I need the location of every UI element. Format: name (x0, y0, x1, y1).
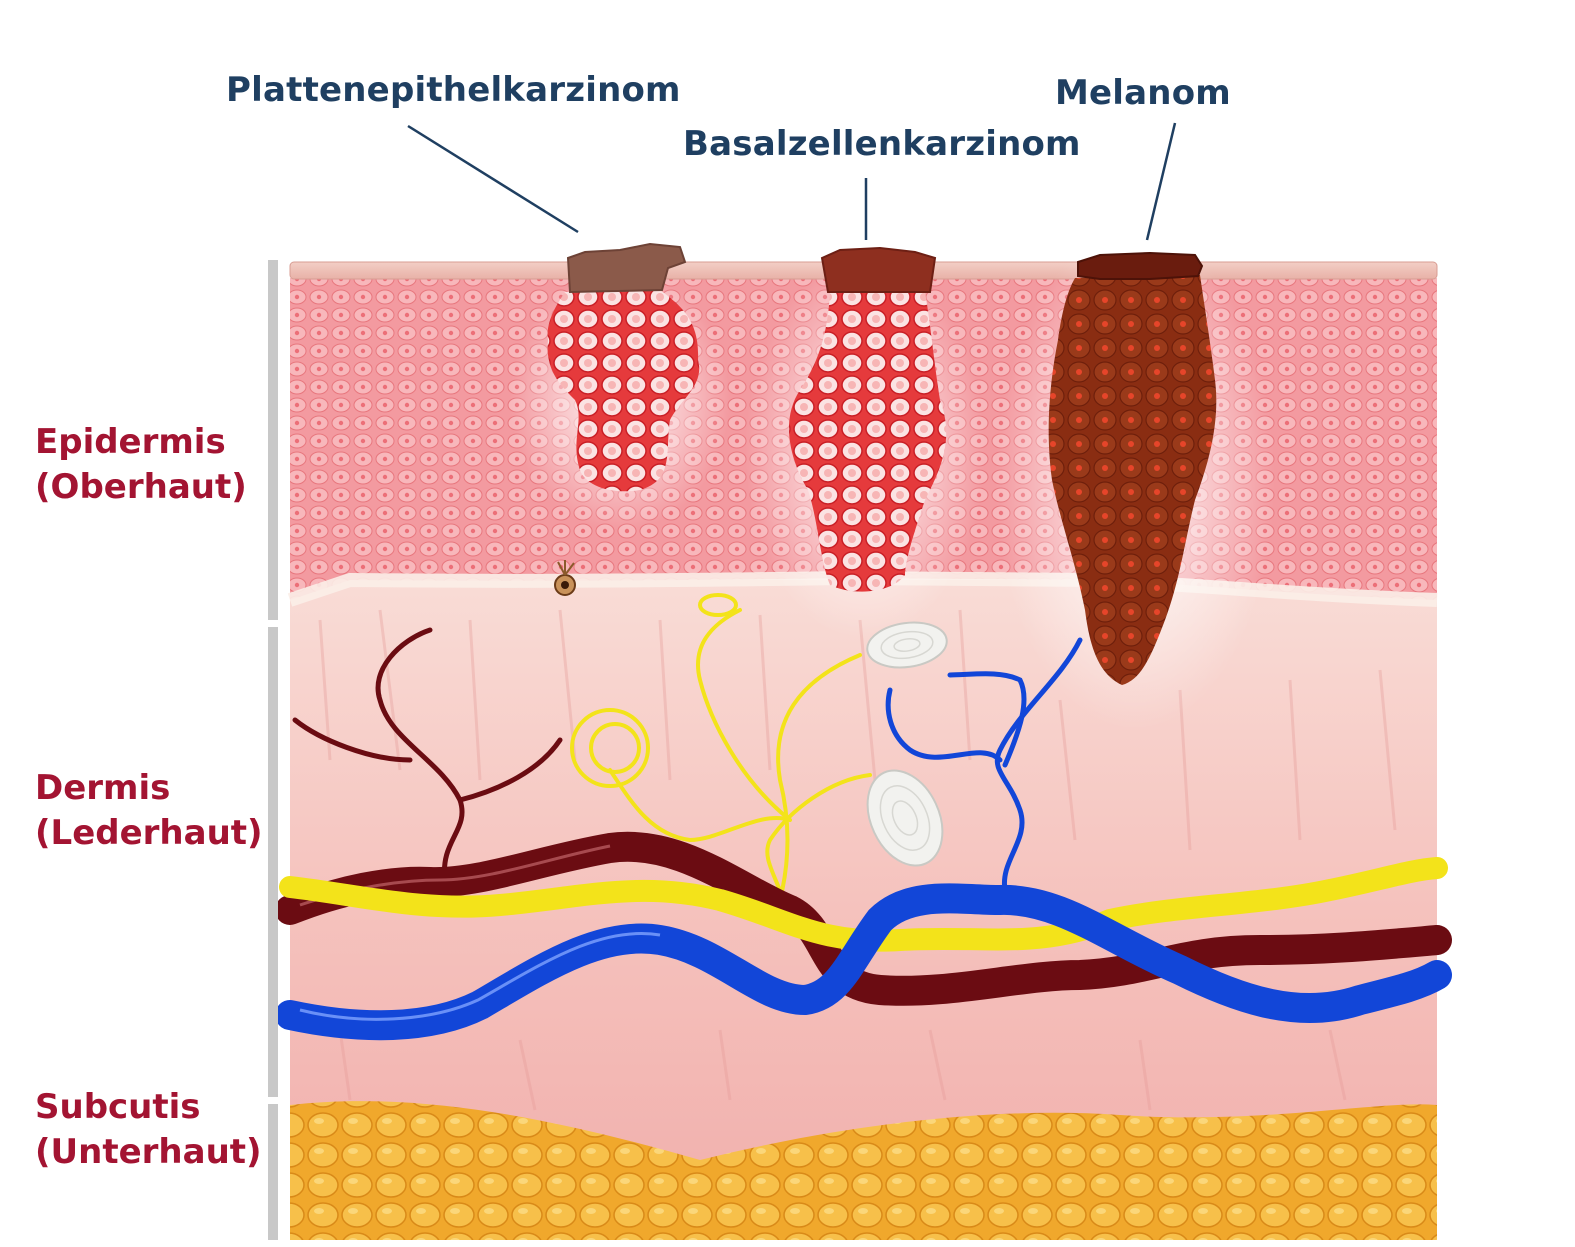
basal-surface-crust (820, 246, 937, 293)
label-subcutis: Subcutis (Unterhaut) (35, 1085, 262, 1175)
subcutis-fat-layer (290, 1101, 1437, 1240)
callout-squamous-cell-carcinoma: Plattenepithelkarzinom (226, 70, 681, 110)
melanoma-surface (1077, 251, 1204, 280)
label-epidermis-sub: (Oberhaut) (35, 467, 247, 507)
vein-branches (885, 637, 1083, 893)
callout-basal-cell-carcinoma: Basalzellenkarzinom (683, 124, 1081, 164)
label-dermis-name: Dermis (35, 768, 171, 808)
dermis-fibres (318, 609, 1397, 1111)
label-dermis-sub: (Lederhaut) (35, 813, 263, 853)
main-artery (275, 831, 1452, 1006)
label-dermis: Dermis (Lederhaut) (35, 766, 263, 856)
squamous-cell-carcinoma (547, 290, 700, 492)
callout-melanoma: Melanom (1055, 73, 1231, 113)
leader-melanoma (1145, 122, 1177, 241)
melanocyte (554, 560, 576, 596)
main-vein-highlight (299, 932, 661, 1021)
label-subcutis-name: Subcutis (35, 1087, 201, 1127)
leader-squamous (407, 124, 579, 234)
callout-leader-lines (407, 122, 1177, 241)
sensory-corpuscle-upper (866, 621, 948, 669)
epidermis-bar (268, 260, 278, 620)
basal-cell-carcinoma (788, 292, 947, 592)
subcutis-bar (268, 1104, 278, 1240)
label-epidermis: Epidermis (Oberhaut) (35, 420, 247, 510)
artery-branches (292, 627, 563, 883)
nerve-branches (570, 593, 872, 922)
main-vein (275, 883, 1452, 1041)
label-subcutis-sub: (Unterhaut) (35, 1132, 262, 1172)
dermis-bar (268, 627, 278, 1097)
melanoma-tumor (1048, 275, 1217, 685)
label-epidermis-name: Epidermis (35, 422, 226, 462)
squamous-surface-crust (566, 242, 687, 294)
sensory-corpuscle-lower (866, 769, 944, 867)
